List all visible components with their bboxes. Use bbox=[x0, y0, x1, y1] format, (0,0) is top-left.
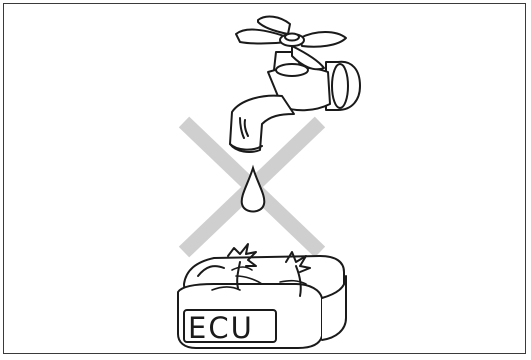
faucet-icon bbox=[230, 17, 360, 152]
ecu-label: ECU bbox=[188, 311, 254, 345]
